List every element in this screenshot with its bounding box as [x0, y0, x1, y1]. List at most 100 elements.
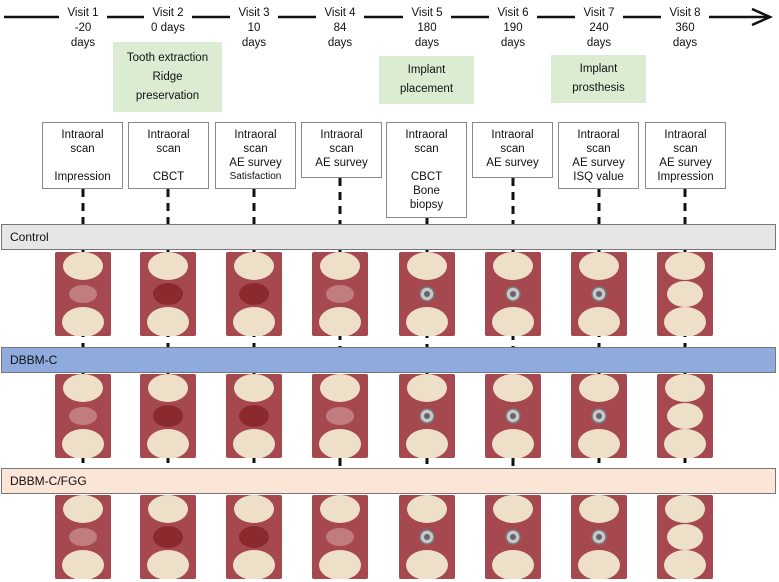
axis-gap — [230, 5, 278, 49]
axis-gap — [59, 5, 107, 49]
procedure-text: Intraoral — [147, 129, 190, 141]
clinical-photo — [657, 495, 713, 579]
procedure-text: Impression — [657, 171, 714, 183]
clinical-photo — [140, 252, 196, 336]
visit-time: 10 — [247, 22, 261, 34]
axis-gap — [403, 5, 451, 49]
event-text: placement — [399, 83, 454, 95]
clinical-photo — [312, 495, 368, 579]
clinical-photo — [399, 374, 455, 458]
clinical-photo — [399, 495, 455, 579]
procedure-text: CBCT — [410, 171, 443, 183]
tooth-photo-icon — [55, 252, 111, 336]
procedure-text: Impression — [54, 171, 111, 183]
clinical-photo — [571, 495, 627, 579]
clinical-photo — [226, 495, 282, 579]
procedure-text: scan — [329, 143, 354, 155]
tooth-photo-icon — [226, 495, 282, 579]
procedure-text: Intraoral — [405, 129, 448, 141]
tooth-photo-icon — [226, 252, 282, 336]
procedure-text: AE survey — [659, 157, 712, 169]
clinical-photo — [399, 252, 455, 336]
clinical-photo — [485, 495, 541, 579]
clinical-photo — [571, 374, 627, 458]
procedure-text: Bone — [413, 185, 440, 197]
tooth-photo-icon — [485, 495, 541, 579]
procedure-text: AE survey — [229, 157, 282, 169]
tooth-photo-icon — [399, 374, 455, 458]
visit-label: Visit 3 — [238, 7, 270, 19]
event-text: prosthesis — [572, 82, 625, 94]
tooth-photo-icon — [657, 374, 713, 458]
procedure-text: Intraoral — [491, 129, 534, 141]
procedure-text — [129, 156, 208, 170]
group-label: DBBM-C/FGG — [10, 474, 87, 488]
procedure-text: Intraoral — [234, 129, 277, 141]
tooth-photo-icon — [657, 495, 713, 579]
tooth-photo-icon — [140, 374, 196, 458]
visit-time: -20 — [74, 22, 92, 34]
group-label: Control — [10, 230, 49, 244]
procedure-text — [43, 156, 122, 170]
procedure-text: scan — [586, 143, 611, 155]
procedure-text: scan — [500, 143, 525, 155]
axis-gap — [489, 5, 537, 49]
procedure-text: scan — [70, 143, 95, 155]
tooth-photo-icon — [312, 374, 368, 458]
tooth-photo-icon — [657, 252, 713, 336]
clinical-photo — [226, 252, 282, 336]
procedure-text: Intraoral — [61, 129, 104, 141]
event-box-implant-placement: Implant placement — [379, 56, 474, 104]
axis-gap — [144, 5, 192, 49]
procedure-text: biopsy — [409, 199, 444, 211]
visit-unit: days — [327, 37, 353, 49]
visit-label: Visit 8 — [669, 7, 701, 19]
clinical-photo — [140, 374, 196, 458]
visit-time: 360 — [675, 22, 695, 34]
tooth-photo-icon — [140, 495, 196, 579]
procedure-text: AE survey — [315, 157, 368, 169]
clinical-photo — [312, 252, 368, 336]
tooth-photo-icon — [226, 374, 282, 458]
procedure-text: scan — [243, 143, 268, 155]
tooth-photo-icon — [485, 252, 541, 336]
visit-label: Visit 1 -20 days — [43, 6, 123, 51]
visit-label: Visit 5 — [411, 7, 443, 19]
event-text: Tooth extraction — [126, 51, 209, 64]
group-label: DBBM-C — [10, 353, 58, 367]
visit-time: 180 — [417, 22, 437, 34]
clinical-photo — [312, 374, 368, 458]
procedure-text: ISQ value — [573, 171, 624, 183]
visit-unit: days — [672, 37, 698, 49]
clinical-photo — [55, 252, 111, 336]
clinical-photo — [657, 374, 713, 458]
visit-time: 240 — [589, 22, 609, 34]
procedure-text: CBCT — [152, 171, 185, 183]
visit-label: Visit 8 360 days — [645, 6, 725, 51]
visit-label: Visit 6 — [497, 7, 529, 19]
visit-label: Visit 7 — [583, 7, 615, 19]
tooth-photo-icon — [55, 495, 111, 579]
event-text: Implant — [407, 64, 446, 76]
visit-label: Visit 1 — [67, 7, 99, 19]
event-text: Implant — [579, 63, 618, 75]
clinical-photo — [657, 252, 713, 336]
axis-gap — [575, 5, 623, 49]
clinical-photo — [571, 252, 627, 336]
clinical-photo — [485, 252, 541, 336]
arrow-head-icon — [751, 7, 774, 27]
event-text: preservation — [135, 89, 200, 102]
group-bar-dbbm-c-fgg: DBBM-C/FGG — [1, 468, 776, 494]
tooth-photo-icon — [140, 252, 196, 336]
procedure-text: AE survey — [486, 157, 539, 169]
clinical-photo — [485, 374, 541, 458]
visit-unit: days — [70, 37, 96, 49]
